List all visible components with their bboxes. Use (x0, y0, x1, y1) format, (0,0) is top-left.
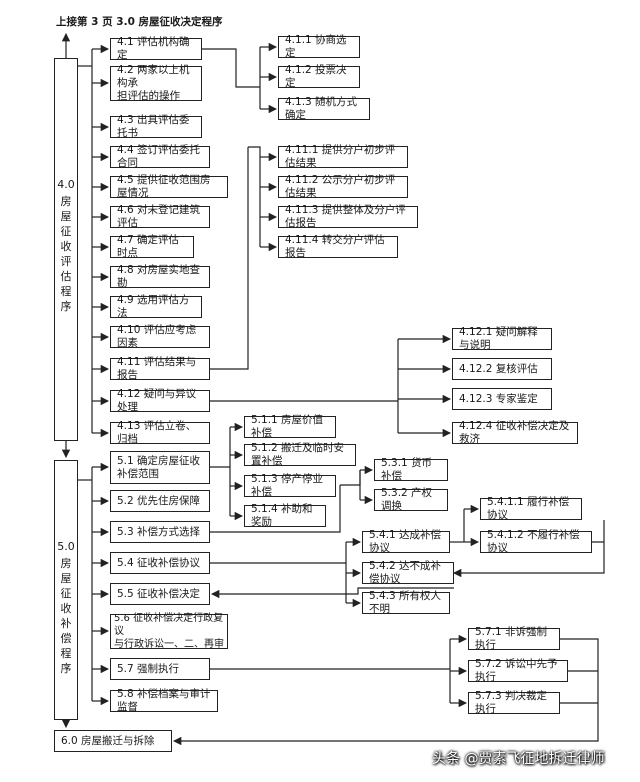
sub-4-12-3: 4.12.3 专家鉴定 (452, 388, 552, 410)
connector-line (210, 485, 341, 533)
step-5-3: 5.3 补偿方式选择 (110, 521, 210, 543)
sub-4-1-2: 4.1.2 投票决定 (278, 64, 360, 89)
sub-4-12-4: 4.12.4 征收补偿决定及救济 (452, 420, 578, 445)
section-5-title: 房屋征收补偿程序 (60, 557, 72, 675)
step-4-11: 4.11 评估结果与报告 (110, 356, 210, 381)
step-4-1: 4.1 评估机构确定 (110, 36, 202, 61)
sub-5-7-2: 5.7.2 诉讼中先予执行 (468, 658, 568, 683)
step-5-2: 5.2 优先住房保障 (110, 490, 210, 512)
step-4-5: 4.5 提供征收范围房屋情况 (110, 174, 228, 199)
sub-5-1-2: 5.1.2 搬迁及临时安置补偿 (244, 442, 356, 467)
step-5-1: 5.1 确定房屋征收 补偿范围 (110, 451, 210, 484)
connector-line (210, 147, 249, 370)
sub-5-1-3: 5.1.3 停产停业补偿 (244, 473, 336, 498)
sub-4-12-1: 4.12.1 疑问解释与说明 (452, 326, 552, 351)
connector-line (210, 587, 454, 599)
step-5-4: 5.4 征收补偿协议 (110, 552, 210, 574)
section-5-box: 5.0 房屋征收补偿程序 (54, 460, 78, 720)
sub-5-4-1-2: 5.4.1.2 不履行补偿协议 (480, 529, 592, 554)
step-5-7: 5.7 强制执行 (110, 658, 210, 680)
sub-4-11-4: 4.11.4 转交分户评估报告 (278, 234, 398, 259)
sub-4-11-2: 4.11.2 公示分户初步评估结果 (278, 174, 408, 199)
section-4-code: 4.0 (57, 178, 75, 191)
sub-5-3-1: 5.3.1 货币补偿 (374, 457, 448, 482)
sub-5-4-1-1: 5.4.1.1 履行补偿协议 (480, 496, 582, 521)
step-4-9: 4.9 选用评估方法 (110, 294, 202, 319)
section-4-title: 房屋征收评估程序 (60, 195, 72, 313)
sub-4-11-1: 4.11.1 提供分户初步评估结果 (278, 144, 408, 169)
sub-5-7-3: 5.7.3 判决裁定执行 (468, 690, 560, 715)
step-4-6: 4.6 对未登记建筑评估 (110, 204, 210, 229)
sub-4-1-3: 4.1.3 随机方式确定 (278, 96, 370, 121)
step-4-8: 4.8 对房屋实地查勘 (110, 264, 210, 289)
sub-4-11-3: 4.11.3 提供整体及分户评估报告 (278, 204, 418, 229)
sub-4-1-1: 4.1.1 协商选定 (278, 34, 360, 59)
step-5-6: 5.6 征收补偿决定行政复议 与行政诉讼一、二、再审 (110, 613, 228, 650)
sub-5-1-4: 5.1.4 补助和奖励 (244, 503, 326, 528)
step-4-3: 4.3 出具评估委托书 (110, 114, 202, 139)
connector-line (202, 48, 260, 88)
sub-5-4-3: 5.4.3 所有权人不明 (362, 590, 450, 615)
watermark-text: 头条 @贾素飞征地拆迁律师 (432, 751, 605, 767)
sub-4-12-2: 4.12.2 复核评估 (452, 358, 552, 380)
connector-line (452, 520, 605, 578)
sub-5-4-1: 5.4.1 达成补偿协议 (362, 529, 450, 554)
connector-line (248, 146, 261, 247)
step-5-5: 5.5 征收补偿决定 (110, 583, 210, 605)
sub-5-3-2: 5.3.2 产权调换 (374, 487, 448, 512)
sub-5-4-2: 5.4.2 达不成补偿协议 (362, 560, 454, 585)
sub-5-7-1: 5.7.1 非诉强制执行 (468, 626, 560, 651)
section-5-code: 5.0 (57, 540, 75, 553)
step-4-7: 4.7 确定评估时点 (110, 234, 194, 259)
step-4-2: 4.2 两家以上机构承 担评估的操作 (110, 64, 202, 102)
connector-line (340, 470, 361, 486)
step-4-4: 4.4 签订评估委托合同 (110, 144, 210, 169)
flow-header: 上接第 3 页 3.0 房屋征收决定程序 (56, 16, 223, 28)
final-step-box: 6.0 房屋搬迁与拆除 (54, 730, 172, 752)
connector-line (172, 638, 599, 746)
section-4-box: 4.0 房屋征收评估程序 (54, 58, 78, 441)
step-4-10: 4.10 评估应考虑因素 (110, 324, 210, 349)
step-4-13: 4.13 评估立卷、归档 (110, 420, 210, 445)
step-4-12: 4.12 疑问与异议处理 (110, 388, 210, 413)
step-5-8: 5.8 补偿档案与审计监督 (110, 688, 218, 713)
sub-5-1-1: 5.1.1 房屋价值补偿 (244, 414, 336, 439)
